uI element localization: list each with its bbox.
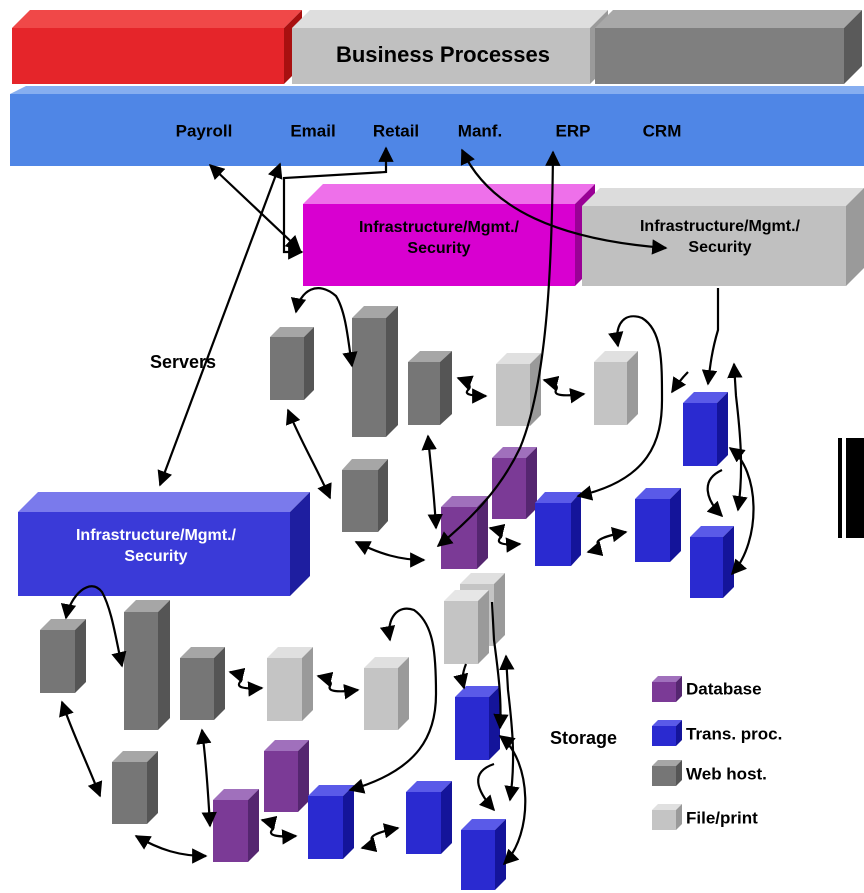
arrow bbox=[706, 468, 724, 518]
infra-blue-line2: Security bbox=[124, 548, 187, 565]
business-processes-block: Business Processes bbox=[292, 10, 608, 84]
arrow bbox=[316, 671, 360, 700]
trans-proc-server bbox=[635, 488, 681, 562]
arrow bbox=[542, 375, 586, 404]
arrow bbox=[134, 835, 208, 864]
servers-label: Servers bbox=[150, 352, 216, 372]
arrow bbox=[360, 823, 400, 853]
retail-to-infra-arrow bbox=[282, 146, 394, 260]
file-print-server bbox=[267, 647, 313, 721]
trans-proc-server bbox=[406, 781, 452, 854]
arrow bbox=[728, 447, 755, 576]
arrow bbox=[576, 315, 664, 501]
arrow bbox=[671, 371, 689, 394]
infra-grey-line2: Security bbox=[688, 239, 751, 256]
arrow bbox=[290, 287, 358, 368]
arrow bbox=[60, 585, 127, 668]
legend-label-trans-proc: Trans. proc. bbox=[686, 724, 782, 743]
web-host-server bbox=[40, 619, 86, 693]
connector-arrows bbox=[59, 146, 755, 866]
file-print-server-stack bbox=[444, 573, 505, 664]
upper-server-cluster bbox=[270, 306, 734, 598]
web-host-server bbox=[342, 459, 388, 532]
edge-bars-decoration bbox=[838, 438, 864, 538]
legend-item-file-print: File/print bbox=[652, 804, 758, 830]
arrow bbox=[228, 667, 264, 697]
arrow bbox=[59, 700, 103, 798]
arrow bbox=[456, 375, 488, 404]
email-to-lower-infra-arrow bbox=[157, 162, 283, 487]
arrow bbox=[421, 434, 443, 530]
trans-proc-server bbox=[308, 785, 354, 859]
database-server bbox=[213, 789, 259, 862]
arrow bbox=[727, 362, 748, 512]
applications-bar: Payroll Email Retail Manf. ERP CRM bbox=[10, 86, 864, 166]
trans-proc-server bbox=[683, 392, 728, 466]
arrow bbox=[196, 728, 217, 828]
web-host-server bbox=[112, 751, 158, 824]
arrow bbox=[701, 288, 720, 386]
database-server bbox=[264, 740, 309, 812]
file-print-server bbox=[364, 657, 409, 730]
arrow bbox=[488, 523, 522, 553]
legend-label-file-print: File/print bbox=[686, 808, 758, 827]
app-retail: Retail bbox=[373, 121, 419, 140]
business-processes-title: Business Processes bbox=[336, 42, 550, 67]
erp-to-database-arrow bbox=[436, 150, 561, 547]
lower-server-cluster bbox=[40, 573, 506, 890]
app-email: Email bbox=[290, 121, 335, 140]
infra-block-blue: Infrastructure/Mgmt./ Security bbox=[18, 492, 310, 596]
arrow bbox=[586, 526, 628, 557]
web-host-server bbox=[270, 327, 314, 400]
business-processes-band: Business Processes bbox=[12, 10, 862, 84]
infra-magenta-line2: Security bbox=[407, 240, 470, 257]
web-host-server-tall bbox=[352, 306, 398, 437]
legend-item-database: Database bbox=[652, 676, 762, 702]
legend-item-trans-proc: Trans. proc. bbox=[652, 720, 782, 746]
legend-label-database: Database bbox=[686, 679, 762, 698]
app-payroll: Payroll bbox=[176, 121, 233, 140]
arrow bbox=[286, 408, 332, 500]
arrow bbox=[499, 654, 520, 802]
web-host-server bbox=[408, 351, 452, 425]
legend-item-web-host: Web host. bbox=[652, 760, 767, 786]
trans-proc-server bbox=[455, 686, 500, 760]
arrow bbox=[453, 663, 469, 690]
file-print-server bbox=[496, 353, 541, 426]
legend-label-web-host: Web host. bbox=[686, 764, 767, 783]
web-host-server-tall bbox=[124, 600, 170, 730]
storage-label: Storage bbox=[550, 728, 617, 748]
arrow bbox=[498, 735, 527, 866]
infra-blue-line1: Infrastructure/Mgmt./ bbox=[76, 527, 237, 544]
trans-proc-server bbox=[535, 492, 581, 566]
arrow bbox=[477, 762, 496, 812]
app-erp: ERP bbox=[556, 121, 591, 140]
arrow bbox=[260, 815, 298, 845]
file-print-server bbox=[594, 351, 638, 425]
infra-grey-line1: Infrastructure/Mgmt./ bbox=[640, 218, 801, 235]
app-crm: CRM bbox=[643, 121, 682, 140]
arrow bbox=[354, 541, 426, 568]
red-process-block bbox=[12, 10, 302, 84]
arrow bbox=[348, 607, 438, 794]
app-manf: Manf. bbox=[458, 121, 502, 140]
legend: Database Trans. proc. Web host. File/pri… bbox=[652, 676, 782, 830]
trans-proc-server bbox=[690, 526, 734, 598]
web-host-server bbox=[180, 647, 225, 720]
trans-proc-server bbox=[461, 819, 506, 890]
dark-grey-process-block bbox=[595, 10, 862, 84]
infra-block-grey: Infrastructure/Mgmt./ Security bbox=[582, 188, 864, 286]
infra-magenta-line1: Infrastructure/Mgmt./ bbox=[359, 219, 520, 236]
